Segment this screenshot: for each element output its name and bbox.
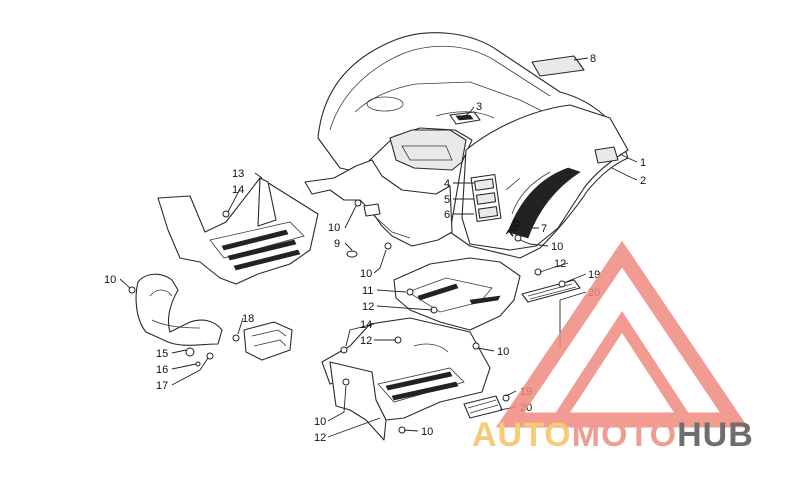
watermark-auto: AUTO	[472, 416, 572, 454]
callout-6: 6	[444, 209, 450, 221]
callout-10-b: 10	[360, 268, 372, 280]
svg-text:AUTOMOTOHUB: AUTOMOTOHUB	[472, 416, 754, 454]
watermark-moto: MOTO	[572, 416, 677, 454]
callout-3: 3	[476, 101, 482, 113]
left-footwell	[157, 177, 319, 285]
footrest-plate-lower	[463, 395, 503, 419]
callout-1: 1	[640, 157, 646, 169]
callout-10-e: 10	[497, 346, 509, 358]
callout-9: 9	[334, 238, 340, 250]
callout-2: 2	[640, 175, 646, 187]
callout-17: 17	[156, 380, 168, 392]
callout-8: 8	[590, 53, 596, 65]
inner-fender-liner	[304, 159, 453, 247]
mounting-bracket	[232, 321, 293, 361]
left-splash-guard	[135, 273, 223, 346]
callout-10-a: 10	[328, 222, 340, 234]
callout-11: 11	[362, 285, 373, 297]
callout-13: 13	[232, 168, 244, 180]
leader-lines	[119, 57, 638, 438]
callout-16: 16	[156, 364, 168, 376]
callout-12-b: 12	[554, 258, 566, 270]
callout-10-c: 10	[551, 241, 563, 253]
callout-18: 18	[242, 313, 254, 325]
callout-15: 15	[156, 348, 168, 360]
callout-14-a: 14	[232, 184, 244, 196]
decal-strip	[531, 55, 585, 77]
callout-12-a: 12	[362, 301, 374, 313]
callout-10-g: 10	[421, 426, 433, 438]
hardware	[128, 199, 566, 434]
callout-12-c: 12	[360, 335, 372, 347]
callout-4: 4	[444, 178, 450, 190]
callout-7: 7	[541, 223, 547, 235]
callout-numbers: 1 2 3 4 5 6 7 8 9 10 10 10 10 10 10 10 1…	[104, 53, 646, 444]
callout-10-f: 10	[314, 416, 326, 428]
right-footrest-top	[393, 257, 521, 331]
watermark-hub: HUB	[677, 416, 754, 454]
callout-5: 5	[444, 194, 450, 206]
callout-10-d: 10	[104, 274, 116, 286]
rear-fender-side-panel: 700	[461, 104, 629, 251]
watermark-logo: AUTOMOTOHUB	[472, 240, 754, 454]
watermark-triangle-icon	[495, 240, 749, 428]
callout-14-b: 14	[360, 319, 372, 331]
callout-12-d: 12	[314, 432, 326, 444]
footrest-plate-upper	[521, 279, 581, 303]
